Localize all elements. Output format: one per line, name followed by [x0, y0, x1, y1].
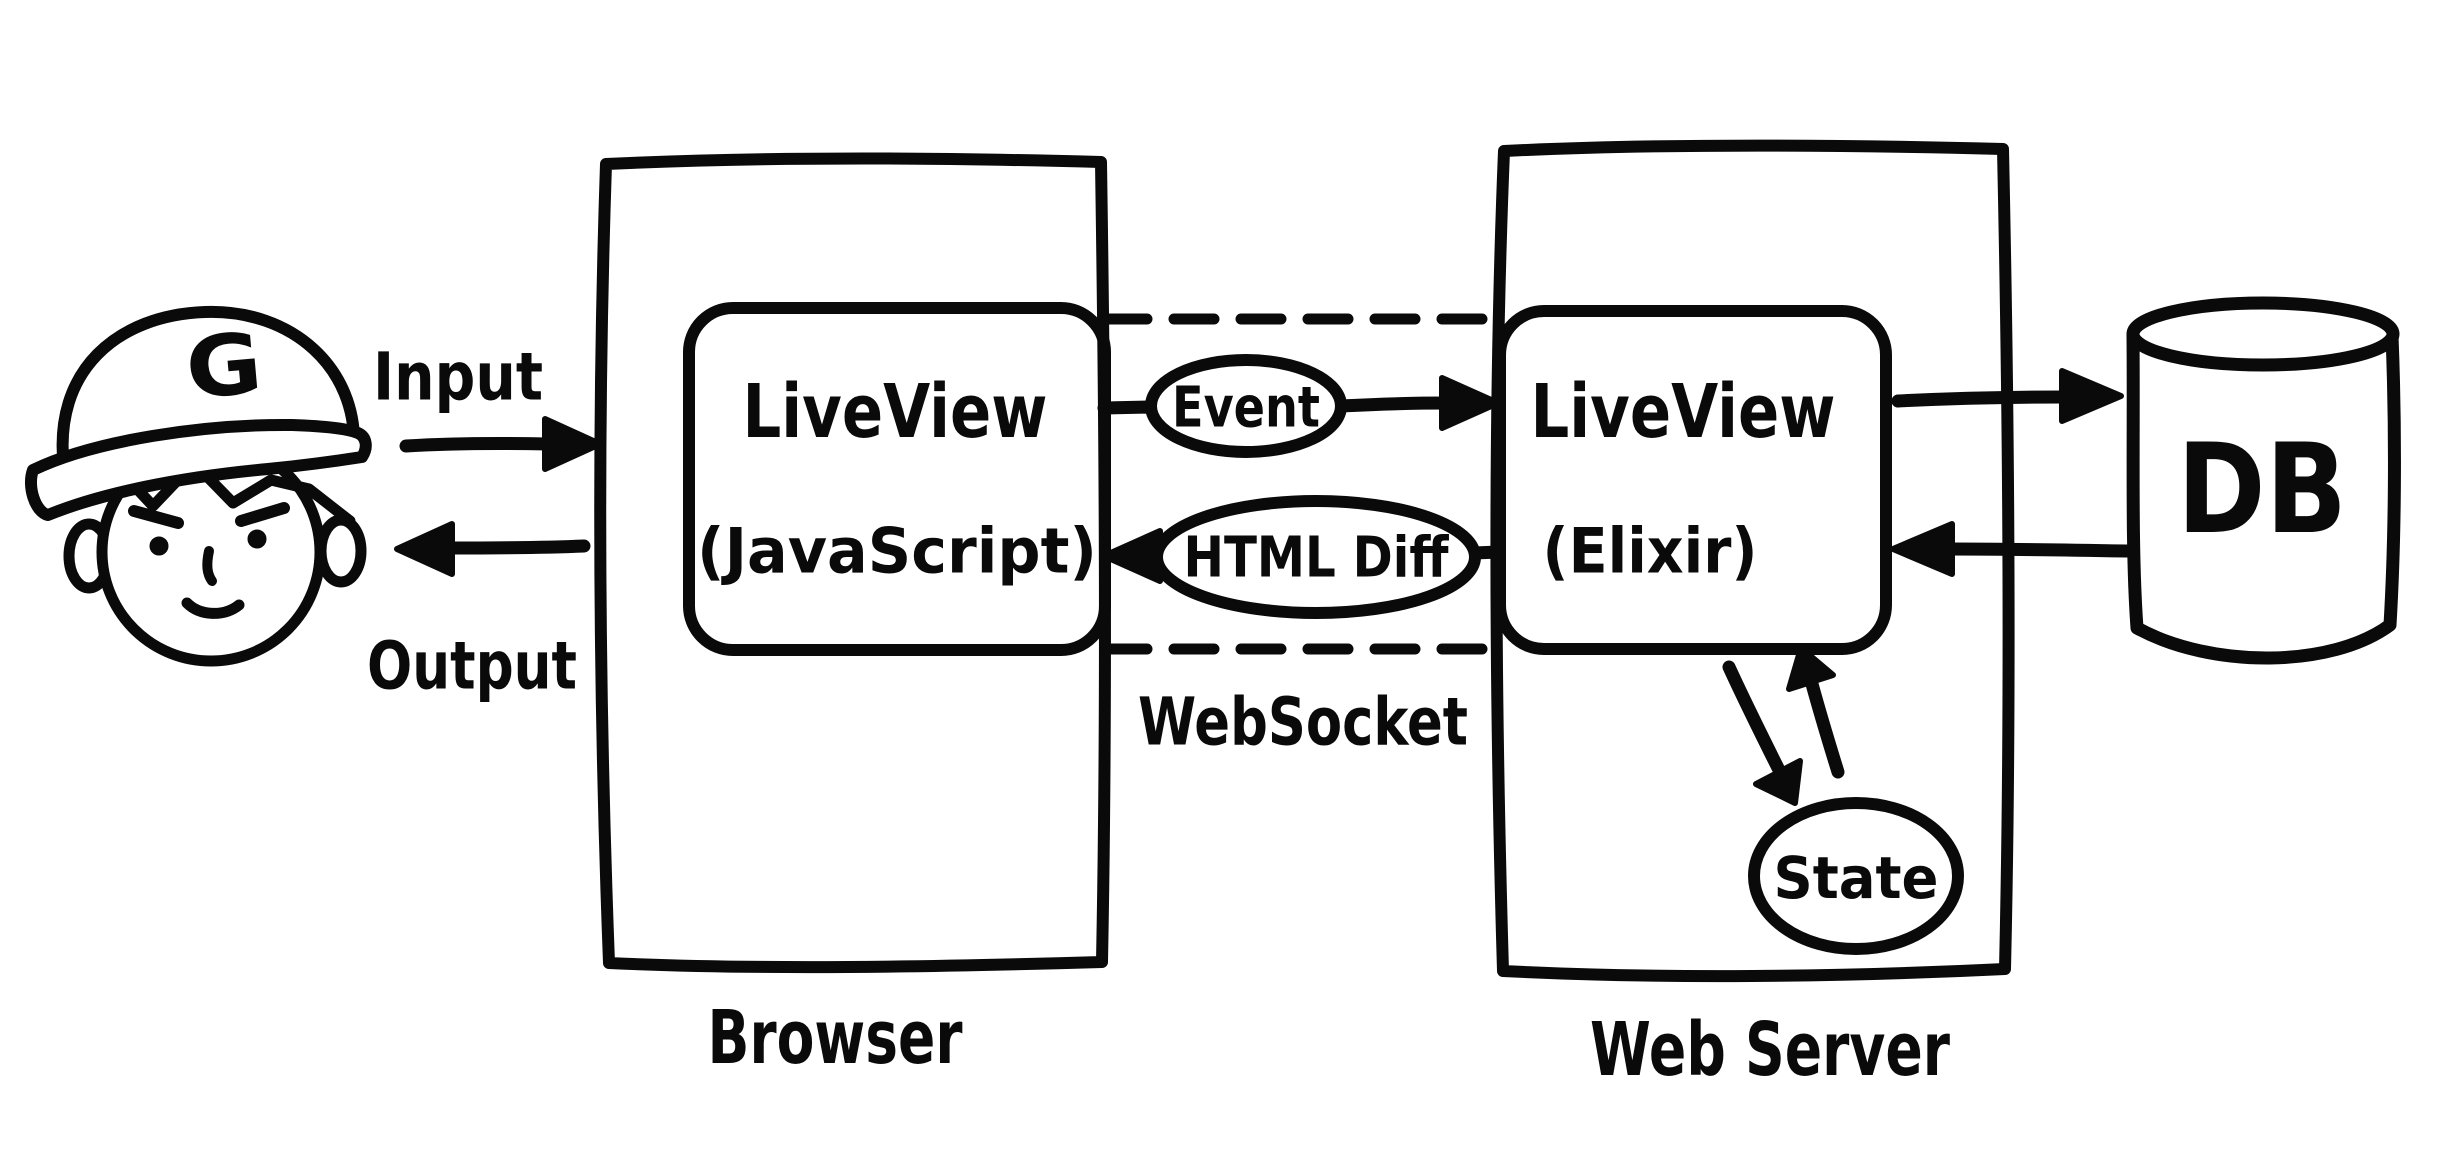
db-cylinder-body — [2126, 329, 2401, 665]
event-arrow — [1097, 375, 1501, 431]
input-arrowhead — [542, 416, 603, 472]
cap-brim — [24, 418, 372, 521]
state-up-arrowhead — [1786, 645, 1836, 692]
hair — [91, 440, 356, 527]
right-eye — [247, 529, 267, 549]
browser-box — [594, 152, 1111, 974]
liveview-js-node: LiveView (JavaScript) — [683, 302, 1111, 656]
input-label: Input — [373, 339, 543, 416]
state-up-arrow — [1786, 645, 1845, 779]
liveview-elixir-subtitle: (Elixir) — [1543, 515, 1758, 588]
liveview-elixir-box — [1494, 305, 1892, 655]
state-oval — [1748, 797, 1964, 955]
websocket-label: WebSocket — [1138, 684, 1468, 761]
state-down-arrowhead — [1753, 758, 1803, 806]
left-eye — [149, 536, 169, 556]
event-arrowhead — [1439, 375, 1501, 431]
output-arrowhead — [394, 521, 455, 577]
event-badge — [1145, 354, 1347, 458]
liveview-elixir-node: LiveView (Elixir) — [1494, 305, 1892, 655]
webserver-label: Web Server — [1590, 1007, 1950, 1093]
user-avatar: G — [24, 305, 372, 667]
nose — [202, 546, 217, 586]
right-ear — [315, 514, 367, 588]
state-down-arrow — [1722, 660, 1803, 806]
input-arrow — [399, 416, 603, 472]
cap-letter: G — [182, 314, 266, 418]
db-read-arrowhead — [1890, 521, 1955, 577]
liveview-js-title: LiveView — [743, 369, 1048, 455]
db-cylinder-top — [2126, 296, 2400, 372]
right-eyebrow — [235, 502, 290, 527]
state-label: State — [1774, 844, 1939, 912]
mouth — [181, 597, 245, 619]
event-label: Event — [1172, 376, 1320, 441]
db-write-arrowhead — [2059, 368, 2124, 424]
liveview-elixir-title: LiveView — [1531, 369, 1836, 455]
webserver-box — [1490, 139, 2015, 983]
db-read-arrow — [1890, 521, 2134, 577]
output-arrow — [394, 521, 591, 577]
liveview-js-box — [683, 302, 1111, 656]
db-write-arrow — [1891, 368, 2124, 424]
output-label: Output — [367, 628, 577, 705]
html-diff-label: HTML Diff — [1184, 526, 1450, 591]
liveview-js-subtitle: (JavaScript) — [697, 515, 1097, 588]
db-cylinder-icon: DB — [2126, 296, 2401, 665]
browser-label: Browser — [708, 995, 963, 1081]
db-label: DB — [2177, 418, 2347, 562]
html-diff-badge — [1151, 495, 1481, 619]
left-eyebrow — [128, 505, 184, 529]
